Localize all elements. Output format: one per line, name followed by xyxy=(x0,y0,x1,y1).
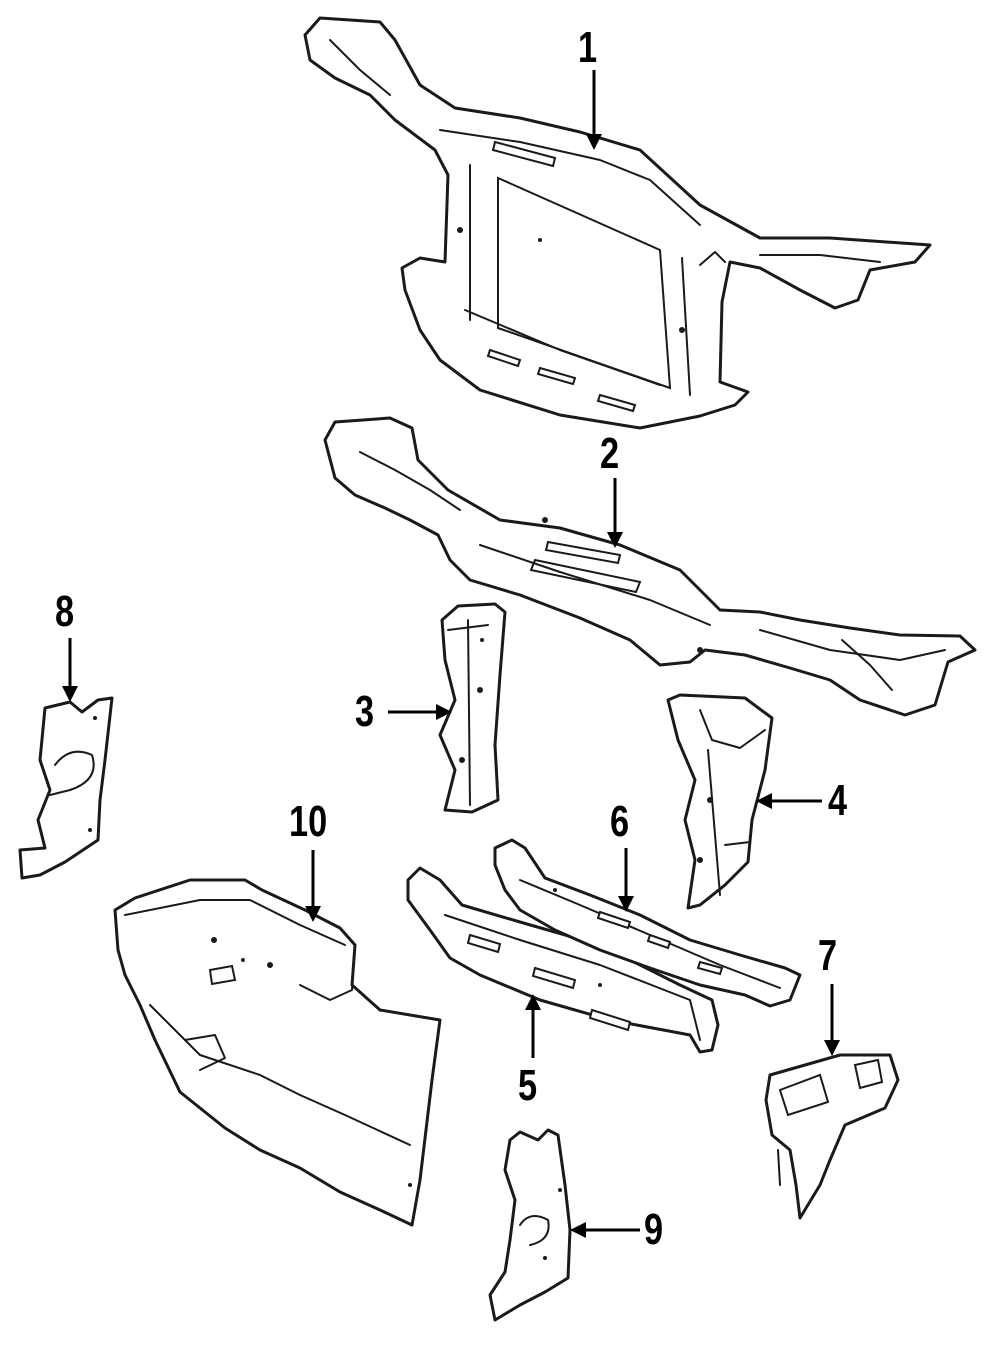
part-5-lower-tie-bar xyxy=(406,866,720,1054)
part-10-shroud xyxy=(113,878,442,1227)
callout-4: 4 xyxy=(828,776,848,825)
callout-8: 8 xyxy=(55,587,75,636)
callout-5: 5 xyxy=(518,1061,538,1110)
callout-3: 3 xyxy=(355,687,375,736)
callout-9: 9 xyxy=(644,1205,664,1254)
part-2-upper-tie-bar xyxy=(323,416,977,717)
part-4-right-side-support xyxy=(666,693,774,910)
part-7-bracket xyxy=(764,1053,900,1220)
callout-7: 7 xyxy=(818,931,838,980)
part-6-lower-support xyxy=(493,838,802,1008)
callout-10: 10 xyxy=(289,797,328,846)
part-8-left-deflector xyxy=(18,696,114,880)
callout-1: 1 xyxy=(578,23,598,72)
leader-lines xyxy=(62,70,840,1238)
callout-2: 2 xyxy=(600,429,620,478)
part-9-right-deflector xyxy=(488,1128,572,1322)
callout-6: 6 xyxy=(610,797,630,846)
part-1-radiator-support xyxy=(303,16,932,430)
part-3-left-side-support xyxy=(438,602,507,814)
